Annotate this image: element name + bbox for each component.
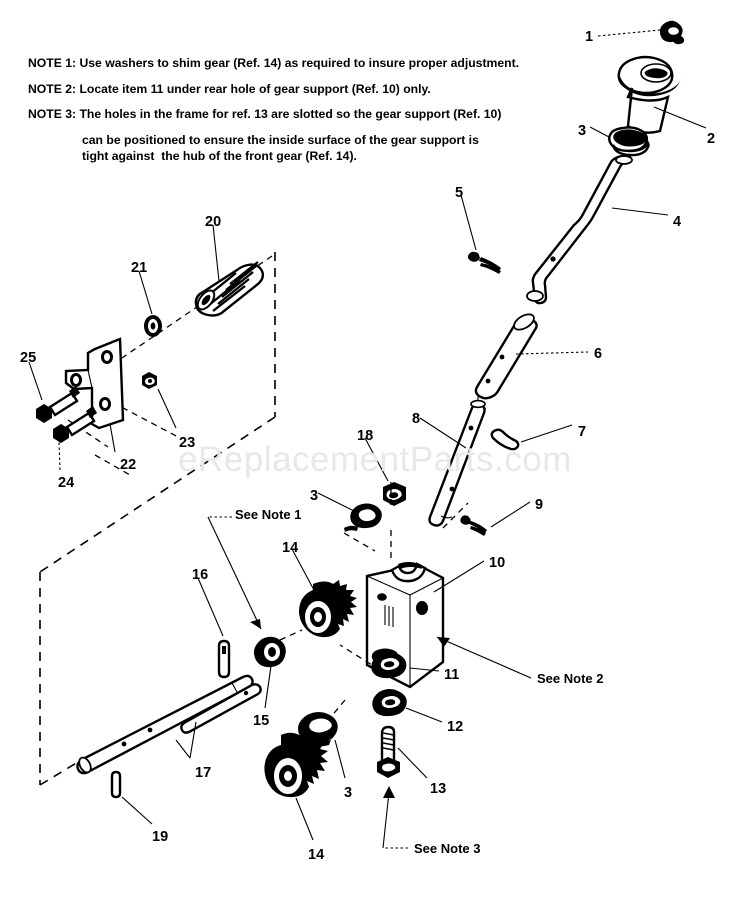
callout-14a: 14 <box>282 540 299 556</box>
callout-3c: 3 <box>344 785 353 801</box>
note-3-label: NOTE 3: <box>28 107 77 121</box>
note-2: NOTE 2: Locate item 11 under rear hole o… <box>28 81 588 98</box>
note-3-cont-2: tight against the hub of the front gear … <box>82 149 357 163</box>
callout-3b: 3 <box>310 488 319 504</box>
note-1-text: Use washers to shim gear (Ref. 14) as re… <box>79 56 520 70</box>
callout-19: 19 <box>152 829 169 845</box>
note-3-text: The holes in the frame for ref. 13 are s… <box>79 107 502 121</box>
callout-1: 1 <box>585 29 594 45</box>
callout-20: 20 <box>205 214 222 230</box>
note-1-label: NOTE 1: <box>28 56 77 70</box>
see-note-2-label: See Note 2 <box>537 671 604 686</box>
callout-23: 23 <box>179 435 196 451</box>
callout-14b: 14 <box>308 847 325 863</box>
callout-15: 15 <box>253 713 270 729</box>
callout-25: 25 <box>20 350 37 366</box>
callout-5: 5 <box>455 185 464 201</box>
callout-13: 13 <box>430 781 447 797</box>
callout-17: 17 <box>195 765 212 781</box>
note-1: NOTE 1: Use washers to shim gear (Ref. 1… <box>28 55 588 72</box>
callout-8: 8 <box>412 411 421 427</box>
callout-7: 7 <box>578 424 587 440</box>
callout-6: 6 <box>594 346 603 362</box>
callout-24: 24 <box>58 475 75 491</box>
callout-16: 16 <box>192 567 209 583</box>
note-2-text: Locate item 11 under rear hole of gear s… <box>79 81 431 96</box>
callout-4: 4 <box>673 214 682 230</box>
callout-2: 2 <box>707 131 716 147</box>
note-3: NOTE 3: The holes in the frame for ref. … <box>28 106 588 123</box>
callout-12: 12 <box>447 719 464 735</box>
callout-11: 11 <box>444 667 460 683</box>
note-2-label: NOTE 2: <box>28 81 77 96</box>
note-3-cont-1: can be positioned to ensure the inside s… <box>82 132 479 147</box>
callout-10: 10 <box>489 555 506 571</box>
callout-22: 22 <box>120 457 137 473</box>
see-note-3-label: See Note 3 <box>414 841 481 856</box>
callout-18: 18 <box>357 428 374 444</box>
callout-3a: 3 <box>578 123 587 139</box>
notes-block: NOTE 1: Use washers to shim gear (Ref. 1… <box>28 55 588 165</box>
see-note-1-label: See Note 1 <box>235 507 302 522</box>
callout-9: 9 <box>535 497 544 513</box>
callout-21: 21 <box>131 260 148 276</box>
